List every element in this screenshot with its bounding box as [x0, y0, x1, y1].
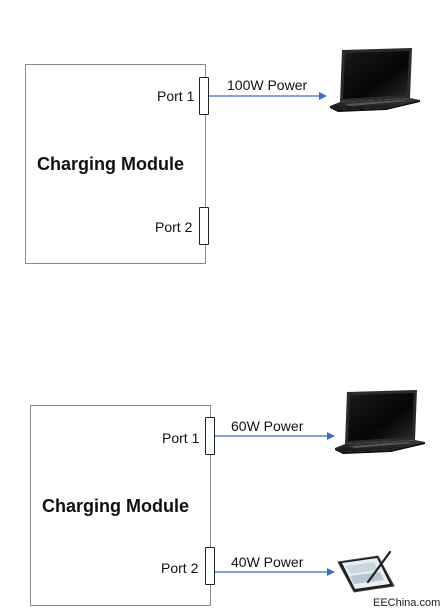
power-label-port-1-d2: 60W Power [231, 418, 304, 434]
port-1-connector-d2 [205, 417, 215, 455]
port-2-label-d2: Port 2 [161, 560, 199, 576]
port-1-label-d1: Port 1 [157, 88, 195, 104]
module-title-1: Charging Module [37, 154, 184, 174]
power-label-port-1-d1: 100W Power [227, 77, 308, 93]
port-1-connector-d1 [199, 77, 209, 115]
laptop-icon-d1 [330, 48, 420, 112]
port-2-connector-d1 [199, 207, 209, 245]
port-2-connector-d2 [205, 547, 215, 585]
charging-module-box-1 [25, 64, 206, 264]
module-title-2: Charging Module [42, 496, 189, 516]
tablet-icon-d2 [337, 550, 395, 593]
port-1-label-d2: Port 1 [162, 430, 200, 446]
port-2-label-d1: Port 2 [155, 219, 193, 235]
power-label-port-2-d2: 40W Power [231, 554, 304, 570]
laptop-icon-d2 [335, 390, 425, 454]
watermark-text: EEChina.com [373, 597, 440, 609]
charging-module-box-2 [30, 405, 211, 606]
